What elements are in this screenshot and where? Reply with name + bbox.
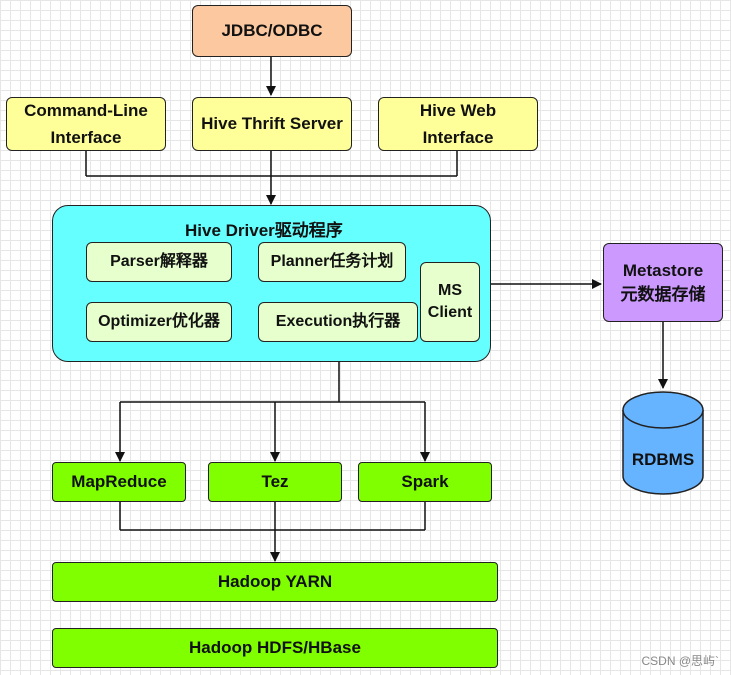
parser-box: Parser解释器 (86, 242, 232, 282)
ms-client-box: MS Client (420, 262, 480, 342)
hadoop-hdfs-hbase-box: Hadoop HDFS/HBase (52, 628, 498, 668)
hive-driver-title: Hive Driver驱动程序 (185, 221, 343, 240)
planner-box: Planner任务计划 (258, 242, 406, 282)
watermark: CSDN @思屿` (641, 654, 719, 668)
jdbc-odbc-box: JDBC/ODBC (192, 5, 352, 57)
hive-web-interface-box: Hive Web Interface (378, 97, 538, 151)
rdbms-label: RDBMS (631, 450, 695, 469)
tez-box: Tez (208, 462, 342, 502)
metastore-box: Metastore 元数据存储 (603, 243, 723, 322)
optimizer-box: Optimizer优化器 (86, 302, 232, 342)
rdbms-cylinder (622, 391, 704, 495)
command-line-interface-box: Command-Line Interface (6, 97, 166, 151)
spark-box: Spark (358, 462, 492, 502)
execution-box: Execution执行器 (258, 302, 418, 342)
mapreduce-box: MapReduce (52, 462, 186, 502)
hadoop-yarn-box: Hadoop YARN (52, 562, 498, 602)
hive-thrift-server-box: Hive Thrift Server (192, 97, 352, 151)
